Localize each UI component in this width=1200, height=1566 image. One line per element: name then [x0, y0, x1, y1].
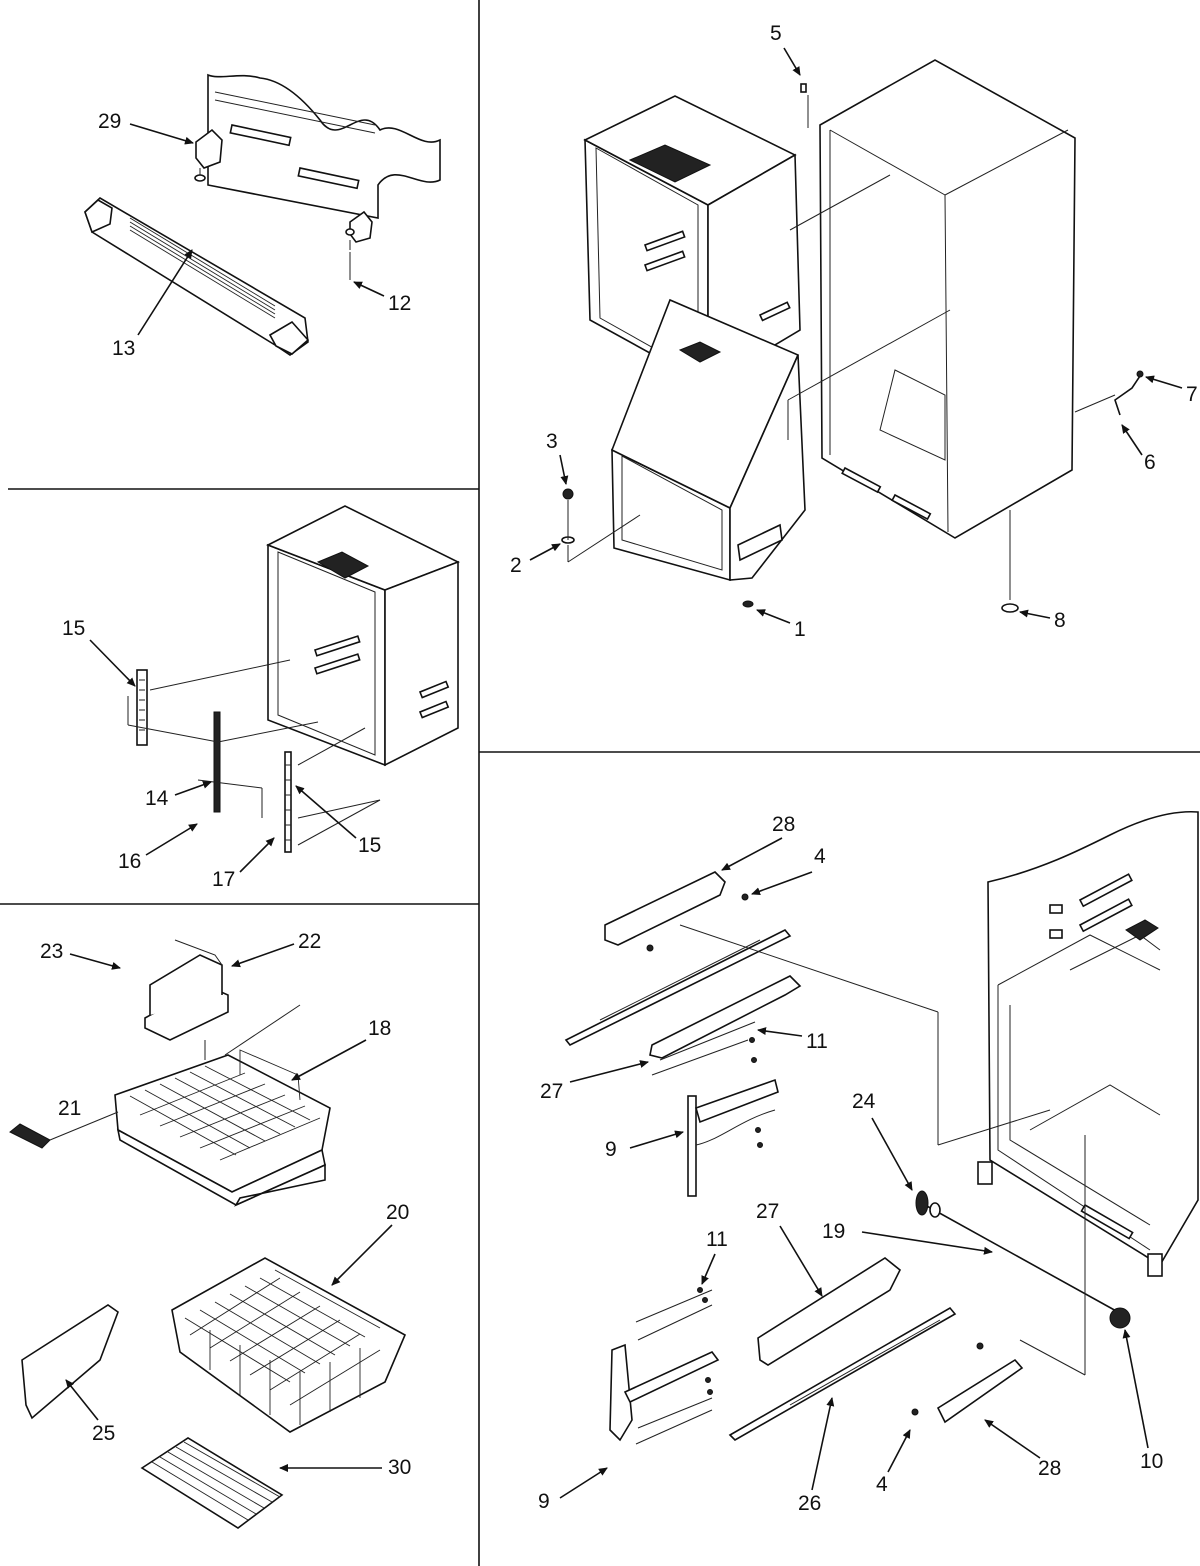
panel-top-left: 29 12 13 [84, 73, 441, 360]
callout-16: 16 [118, 850, 141, 873]
panel-bottom-left: 23 22 18 21 20 25 30 [9, 930, 411, 1529]
callout-2: 2 [510, 554, 522, 577]
callout-11a: 11 [806, 1030, 828, 1053]
callout-14: 14 [145, 787, 169, 810]
callout-18: 18 [368, 1017, 391, 1040]
callout-15b: 15 [358, 834, 381, 857]
callout-23: 23 [40, 940, 63, 963]
callout-17: 17 [212, 868, 235, 891]
panel-top-right: 5 7 6 3 2 1 8 [510, 22, 1198, 641]
callout-11b: 11 [706, 1228, 728, 1251]
panel-middle-left: 15 14 16 17 15 [62, 505, 460, 891]
callout-29: 29 [98, 110, 121, 133]
basket-clip [9, 1123, 51, 1149]
callout-30: 30 [388, 1456, 411, 1479]
refrigerator-cabinet [819, 59, 1076, 600]
callout-22: 22 [298, 930, 321, 953]
cabinet-interior-fragment [977, 810, 1199, 1277]
callout-4a: 4 [814, 845, 826, 868]
wire-basket-lower [171, 1257, 407, 1433]
basket-mat [140, 1437, 284, 1529]
kick-plate-bracket [194, 128, 373, 250]
callout-5: 5 [770, 22, 782, 45]
panel-bottom-right: 28 4 11 27 9 24 19 27 11 9 26 4 28 10 [538, 810, 1199, 1515]
cabinet-bottom-fragment [207, 73, 441, 219]
freezer-liner [266, 505, 460, 767]
callout-28a: 28 [772, 813, 795, 836]
wire-basket-upper [114, 1004, 331, 1207]
freezer-drawer-liner [610, 298, 806, 582]
callout-28b: 28 [1038, 1457, 1061, 1480]
callout-19: 19 [822, 1220, 845, 1243]
callout-21: 21 [58, 1097, 81, 1120]
callout-8: 8 [1054, 609, 1066, 632]
callout-7: 7 [1186, 383, 1198, 406]
callout-25: 25 [92, 1422, 115, 1445]
callout-27b: 27 [756, 1200, 779, 1223]
callout-3: 3 [546, 430, 558, 453]
callout-15a: 15 [62, 617, 85, 640]
callout-13: 13 [112, 337, 135, 360]
kick-plate-grille [84, 197, 310, 356]
lower-slide-assembly [609, 1257, 1024, 1442]
small-hardware [561, 83, 1144, 613]
callout-27a: 27 [540, 1080, 563, 1103]
callout-9b: 9 [538, 1490, 550, 1513]
callout-10: 10 [1140, 1450, 1163, 1473]
callout-20: 20 [386, 1201, 409, 1224]
assembly-lines-bottom-right [635, 924, 1086, 1445]
callout-26: 26 [798, 1492, 821, 1515]
upper-slide-assembly [564, 871, 802, 1197]
callout-9a: 9 [605, 1138, 617, 1161]
assembly-lines-top-right [567, 95, 1116, 563]
callout-24: 24 [852, 1090, 876, 1113]
basket-end-panel [21, 1304, 119, 1420]
shelf-rails [136, 669, 292, 853]
callout-4b: 4 [876, 1473, 888, 1496]
callout-1: 1 [794, 618, 806, 641]
callout-12: 12 [388, 292, 411, 315]
drawer-axle [915, 1190, 1131, 1329]
callout-6: 6 [1144, 451, 1156, 474]
basket-divider [144, 939, 229, 1041]
